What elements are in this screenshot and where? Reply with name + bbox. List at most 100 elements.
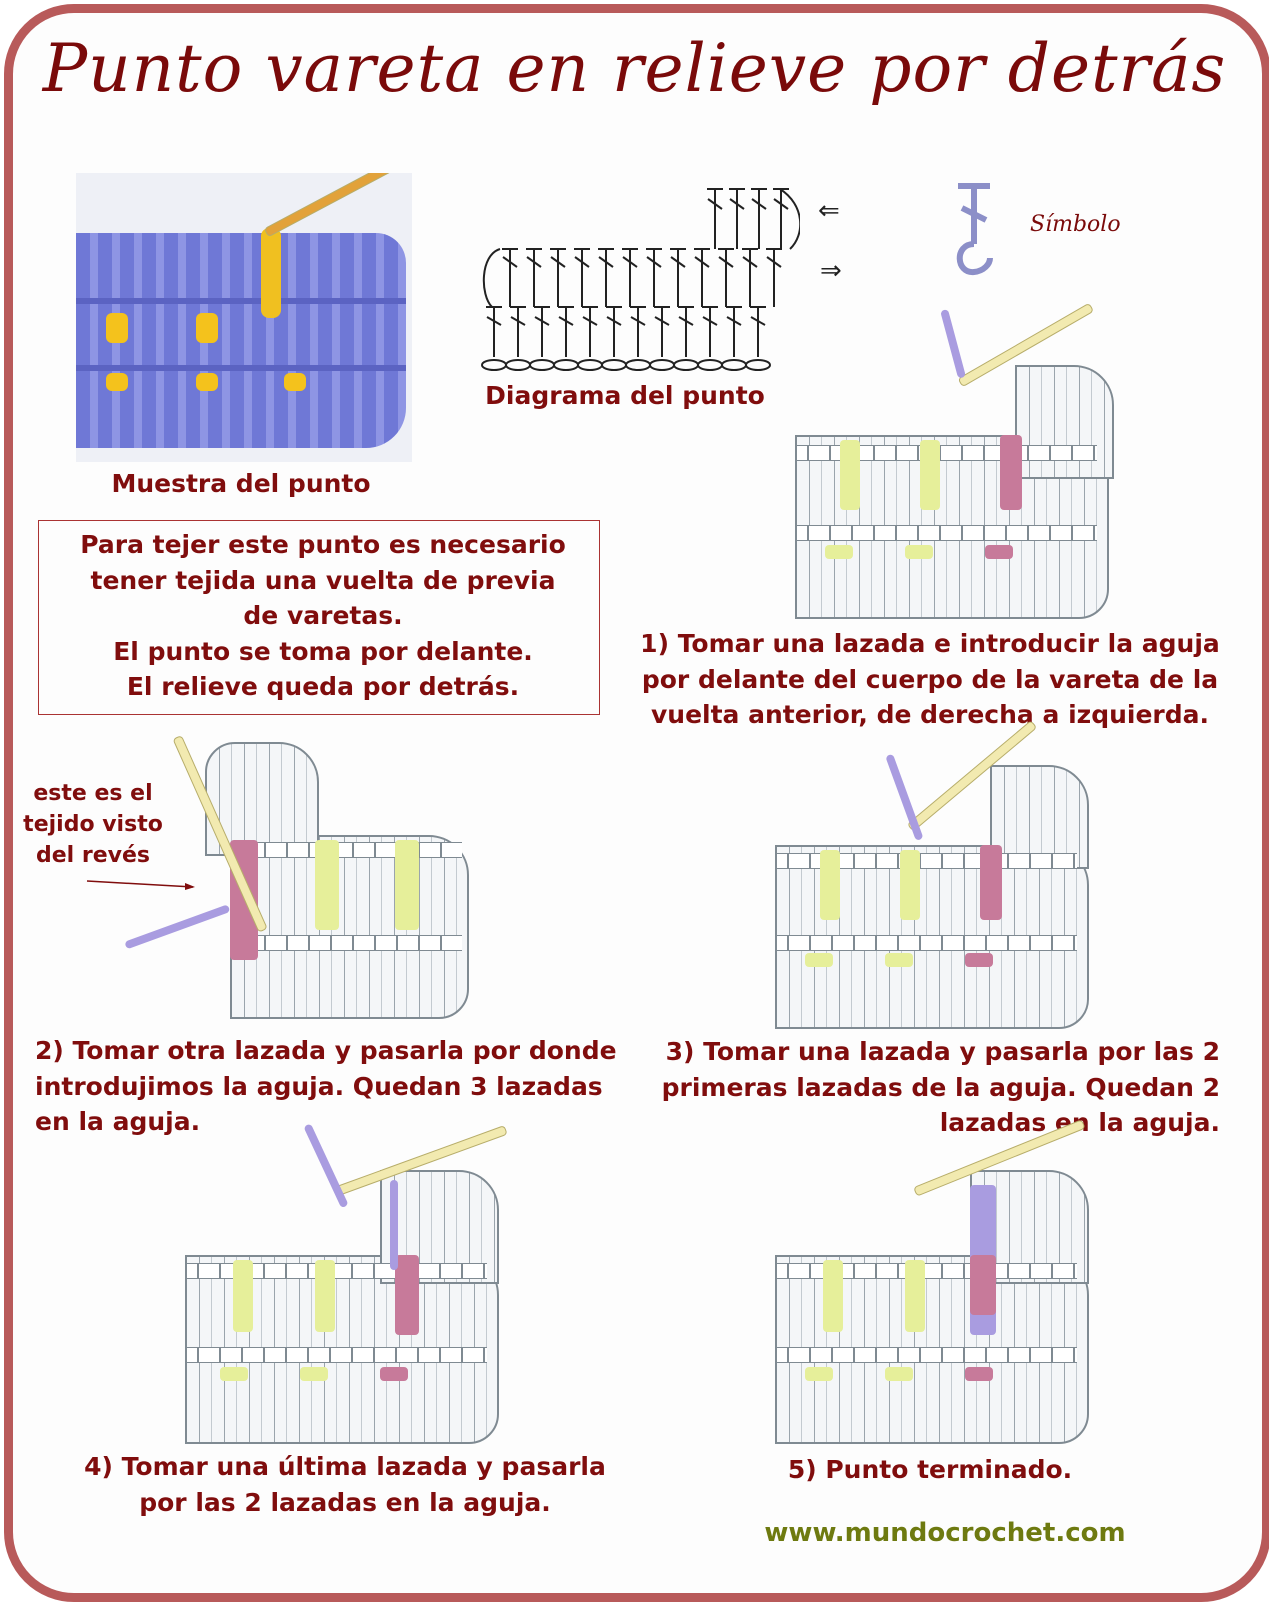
page-title: Punto vareta en relieve por detrás — [42, 30, 1227, 107]
purple-fabric — [76, 233, 406, 448]
step-3-illustration — [775, 720, 1095, 1030]
diagram-mark — [649, 359, 675, 371]
diagram-mark — [630, 316, 646, 326]
yellow-post — [900, 850, 920, 920]
yellow-post — [840, 440, 860, 510]
diagram-mark — [582, 316, 598, 326]
diagram-mark — [726, 316, 742, 326]
stitch-row — [187, 1263, 487, 1279]
yarn-strand — [303, 1123, 349, 1209]
pink-post — [395, 1255, 419, 1335]
step-2-illustration — [124, 730, 470, 1020]
diagram-mark — [574, 256, 590, 268]
diagram-mark — [558, 316, 574, 326]
reverse-side-note: este es el tejido visto del revés — [18, 778, 168, 871]
step-1-caption: 1) Tomar una lazada e introducir la aguj… — [620, 626, 1240, 733]
yellow-stitch — [106, 313, 128, 343]
diagram-mark — [486, 316, 502, 326]
pink-post — [980, 845, 1002, 920]
diagram-mark — [702, 316, 718, 326]
diagram-mark — [694, 256, 710, 268]
yellow-mark — [805, 1367, 833, 1381]
diagram-mark — [577, 359, 603, 371]
diagram-mark — [779, 188, 800, 250]
caption-line: 4) Tomar una última lazada y pasarla — [84, 1452, 606, 1481]
back-post-dc-symbol-icon — [956, 183, 993, 275]
yellow-post — [905, 1260, 925, 1332]
yellow-post — [920, 440, 940, 510]
diagram-mark — [505, 359, 531, 371]
diagram-mark — [697, 359, 723, 371]
arrow-right-icon: ⇒ — [820, 256, 842, 286]
fabric-row-line — [76, 298, 406, 304]
diagram-mark — [742, 256, 758, 268]
diagram-mark — [550, 256, 566, 268]
diagram-mark — [502, 256, 518, 268]
diagram-mark — [766, 256, 782, 268]
yellow-post — [823, 1260, 843, 1332]
fabric-row-line — [76, 365, 406, 371]
diagram-mark — [654, 316, 670, 326]
step-3-caption: 3) Tomar una lazada y pasarla por las 2 … — [620, 1034, 1220, 1141]
caption-line: primeras lazadas de la aguja. Quedan 2 — [661, 1072, 1220, 1102]
intro-line: tener tejida una vuelta de previa — [90, 565, 556, 595]
pink-mark — [380, 1367, 408, 1381]
diagram-mark — [553, 359, 579, 371]
intro-line: El relieve queda por detrás. — [126, 672, 520, 701]
yellow-mark — [905, 545, 933, 559]
yellow-mark — [885, 1367, 913, 1381]
crochet-hook — [263, 173, 394, 238]
diagram-mark — [606, 316, 622, 326]
diagram-mark — [601, 359, 627, 371]
caption-line: vuelta anterior, de derecha a izquierda. — [650, 700, 1210, 729]
diagram-mark — [598, 256, 614, 268]
diagram-mark — [529, 359, 555, 371]
stitch-row — [777, 1347, 1077, 1363]
yellow-mark — [220, 1367, 248, 1381]
yellow-stitch — [196, 373, 218, 391]
pointer-arrow-icon — [86, 880, 195, 890]
pink-mark — [985, 545, 1013, 559]
caption-line: en la aguja. — [35, 1107, 201, 1136]
yellow-mark — [885, 953, 913, 967]
diagram-mark — [678, 316, 694, 326]
diagram-mark — [534, 316, 550, 326]
intro-note-text: Para tejer este punto es necesario tener… — [38, 527, 608, 705]
stitch-diagram — [481, 188, 800, 371]
yellow-mark — [825, 545, 853, 559]
step-2-caption: 2) Tomar otra lazada y pasarla por donde… — [35, 1033, 655, 1140]
yarn-strand — [940, 308, 966, 379]
step-4-illustration — [185, 1123, 508, 1445]
diagram-label: Diagrama del punto — [485, 381, 765, 410]
yellow-post — [315, 840, 339, 930]
caption-line: 3) Tomar una lazada y pasarla por las 2 — [665, 1037, 1220, 1066]
diagram-mark — [673, 359, 699, 371]
stitch-row — [797, 445, 1097, 461]
yellow-stitch — [284, 373, 306, 391]
arrow-left-icon: ⇐ — [818, 196, 840, 226]
note-line: tejido visto — [23, 812, 163, 837]
stitch-row — [777, 935, 1077, 951]
diagram-mark — [773, 198, 789, 210]
step-4-caption: 4) Tomar una última lazada y pasarla por… — [40, 1449, 650, 1520]
caption-line: 1) Tomar una lazada e introducir la aguj… — [640, 629, 1220, 658]
website-link[interactable]: www.mundocrochet.com — [764, 1518, 1126, 1548]
fabric — [1015, 365, 1114, 479]
diagram-mark — [622, 256, 638, 268]
diagram-mark — [718, 256, 734, 268]
diagram-mark — [510, 316, 526, 326]
intro-line: El punto se toma por delante. — [113, 636, 533, 666]
note-line: del revés — [36, 843, 150, 868]
sample-label: Muestra del punto — [111, 469, 371, 498]
sample-photo — [76, 173, 412, 462]
yellow-mark — [805, 953, 833, 967]
intro-note-box — [38, 520, 600, 715]
yellow-yarn — [261, 228, 281, 318]
pink-mark — [965, 1367, 993, 1381]
yellow-post — [820, 850, 840, 920]
diagram-mark — [625, 359, 651, 371]
yellow-mark — [300, 1367, 328, 1381]
yellow-post — [233, 1260, 253, 1332]
diagram-mark — [482, 248, 501, 308]
stitch-row — [187, 1347, 487, 1363]
